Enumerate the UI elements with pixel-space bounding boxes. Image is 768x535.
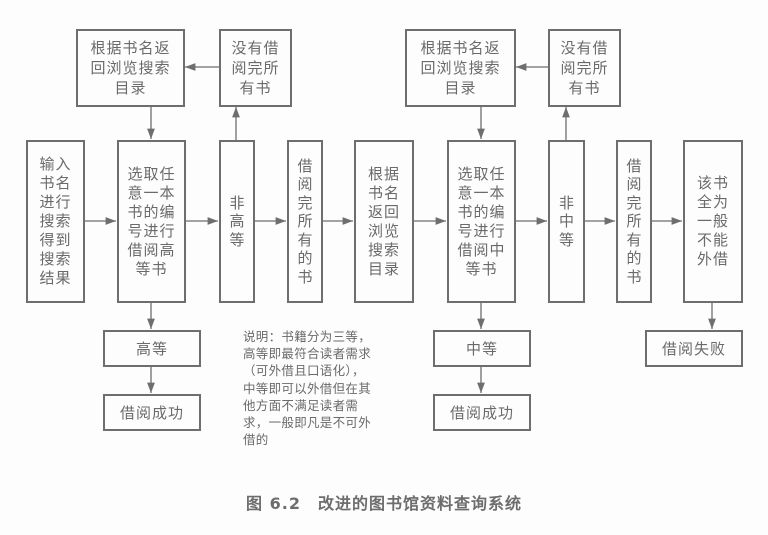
not-all-borrowed-label: 没有借阅完所有书 [560,39,609,97]
all-borrowed-label: 借阅完所有的书 [626,156,642,286]
fail-box: 借阅失败 [645,330,743,367]
return-browse-box-top-right: 根据书名返回浏览搜索目录 [405,29,516,107]
return-browse-box-top-left: 根据书名返回浏览搜索目录 [76,29,185,107]
success-label: 借阅成功 [449,403,514,422]
return-browse-label: 根据书名返回浏览搜索目录 [367,164,400,278]
all-general-label: 该书全为一般不能外借 [696,174,729,268]
select-high-book-box: 选取任意一本书的编号进行借阅高等书 [117,140,186,303]
return-browse-label: 根据书名返回浏览搜索目录 [420,39,501,97]
explanation-note: 说明：书籍分为三等，高等即最符合读者需求（可外借且口语化），中等即可以外借但在其… [243,329,372,448]
input-search-box: 输入书名进行搜索得到搜索结果 [26,140,85,303]
return-browse-box-middle: 根据书名返回浏览搜索目录 [354,140,414,303]
select-high-book-label: 选取任意一本书的编号进行借阅高等书 [127,164,176,278]
not-medium-label: 非中等 [558,193,574,249]
high-box: 高等 [103,330,201,367]
input-search-label: 输入书名进行搜索得到搜索结果 [39,155,72,287]
not-all-borrowed-box-left: 没有借阅完所有书 [219,29,292,107]
return-browse-label: 根据书名返回浏览搜索目录 [90,39,171,97]
medium-box: 中等 [433,330,531,367]
not-all-borrowed-box-right: 没有借阅完所有书 [548,29,621,107]
not-medium-box: 非中等 [548,140,585,303]
not-high-label: 非高等 [229,193,245,249]
select-medium-book-box: 选取任意一本书的编号进行借阅中等书 [447,140,516,303]
not-all-borrowed-label: 没有借阅完所有书 [231,39,280,97]
all-borrowed-box-left: 借阅完所有的书 [287,140,323,303]
success-box-right: 借阅成功 [433,394,531,431]
success-label: 借阅成功 [119,403,184,422]
all-borrowed-label: 借阅完所有的书 [297,156,313,286]
success-box-left: 借阅成功 [103,394,201,431]
not-high-box: 非高等 [219,140,255,303]
high-label: 高等 [135,339,168,358]
all-general-box: 该书全为一般不能外借 [683,140,743,303]
figure-caption: 图 6.2 改进的图书馆资料查询系统 [246,494,522,513]
select-medium-book-label: 选取任意一本书的编号进行借阅中等书 [457,164,506,278]
medium-label: 中等 [465,339,498,358]
all-borrowed-box-right: 借阅完所有的书 [616,140,652,303]
fail-label: 借阅失败 [661,339,726,358]
